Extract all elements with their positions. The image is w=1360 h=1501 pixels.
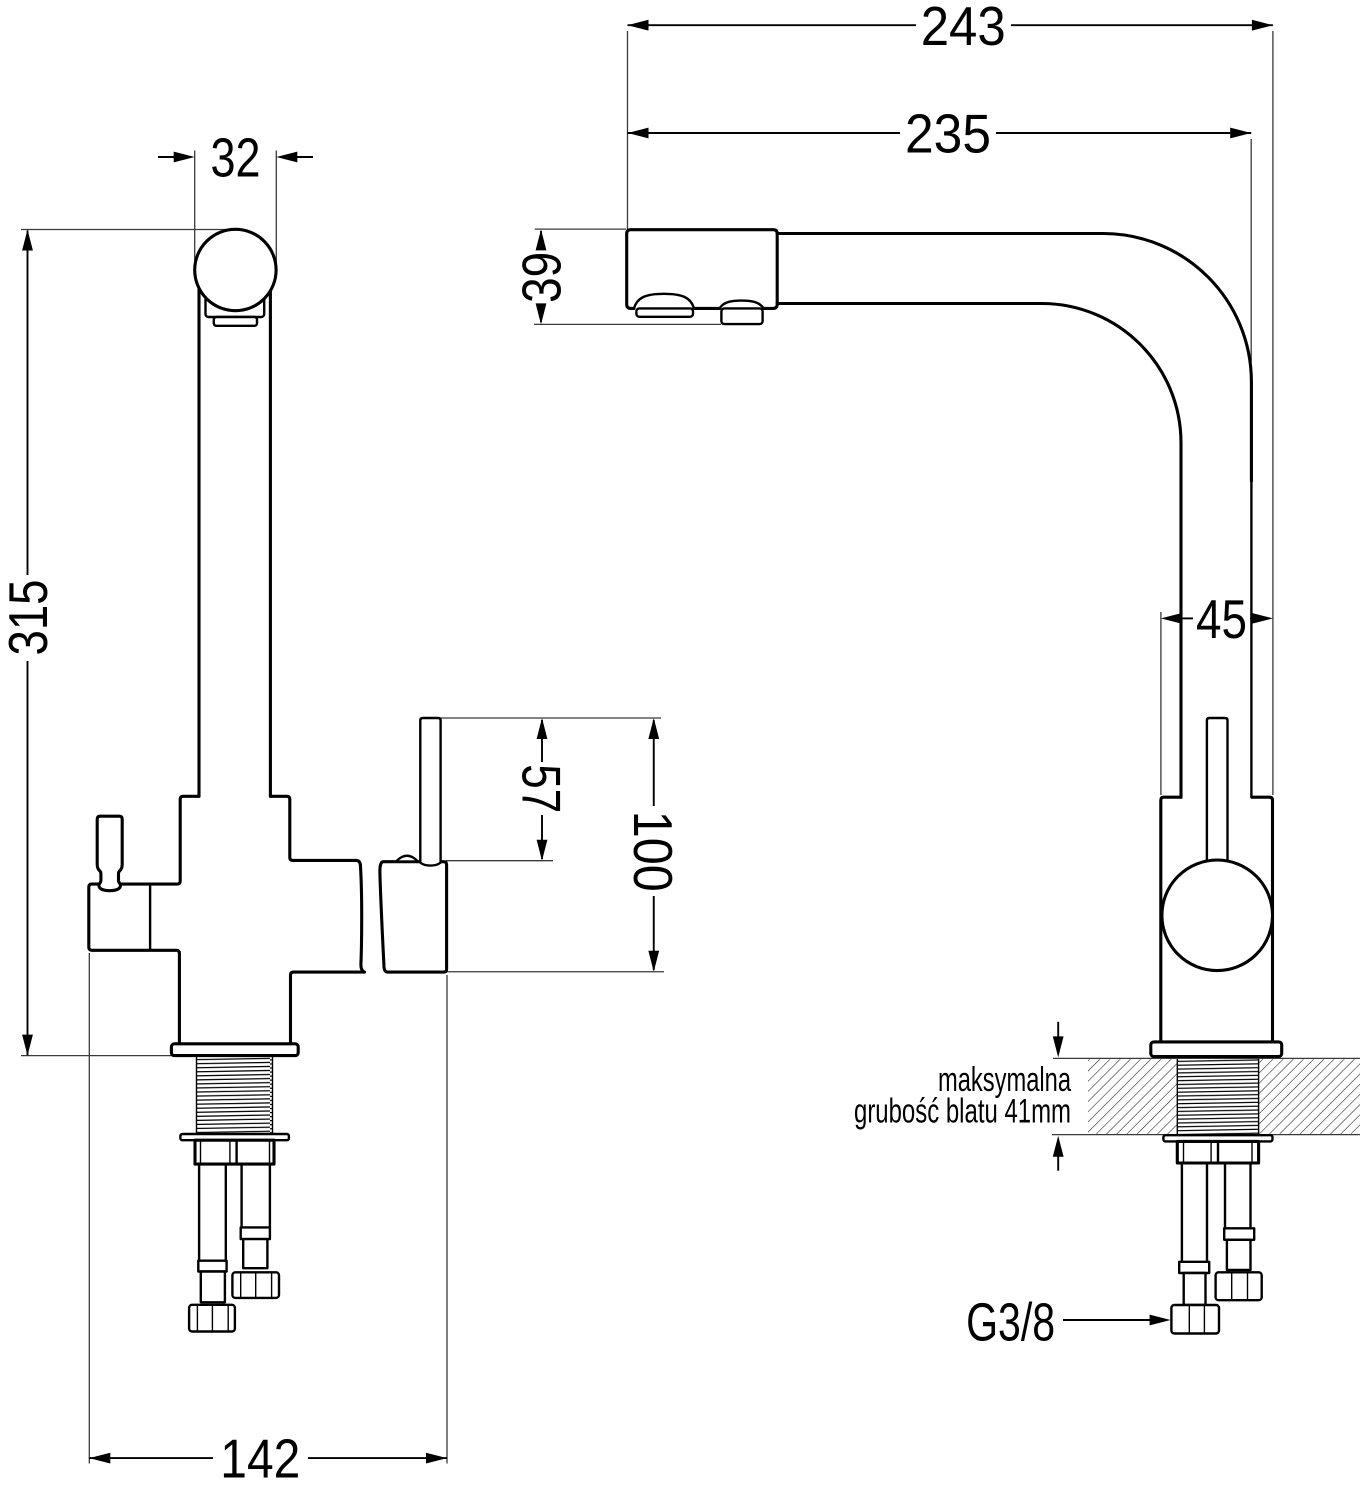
side-hose-right: [1214, 1161, 1263, 1302]
side-view: 243 235 39 45: [511, 0, 1360, 1352]
arrowhead-icon: [536, 718, 548, 739]
side-handle-lever: [1205, 716, 1229, 872]
side-spout-head: [625, 228, 779, 310]
side-body: [1159, 795, 1275, 1044]
dim-overall-depth-label: 243: [921, 0, 1006, 57]
arrowhead-icon: [1230, 127, 1252, 139]
front-hose-right: [231, 1162, 281, 1300]
side-threaded-shank: [1176, 1058, 1260, 1135]
front-body: [87, 794, 201, 1046]
arrowhead-icon: [1160, 613, 1182, 624]
dim-spout-head-height: 39: [511, 229, 573, 325]
dim-lever-offset: 57: [511, 718, 573, 861]
front-mounting-nuts: [193, 1138, 276, 1166]
arrowhead-icon: [627, 19, 649, 31]
front-knob: [193, 227, 278, 313]
connection-size-label: G3/8: [966, 1292, 1055, 1352]
worktop-section: [1088, 1059, 1360, 1134]
arrowhead-icon: [535, 229, 547, 251]
front-faucet: [87, 227, 449, 1333]
arrowhead-icon: [22, 229, 33, 251]
dim-spout-width: 32: [158, 127, 313, 189]
dim-overall-height-label: 315: [0, 580, 59, 656]
dim-spout-width-label: 32: [211, 127, 261, 189]
side-hose-left: [1170, 1161, 1221, 1335]
dim-base-width: 142: [89, 1428, 447, 1490]
front-filter-lever: [95, 814, 124, 893]
arrowhead-icon: [648, 718, 660, 739]
dim-lever-offset-label: 57: [511, 764, 573, 813]
arrowhead-icon: [1251, 19, 1273, 31]
side-pivot-ball: [1160, 858, 1275, 973]
front-threaded-shank: [195, 1056, 274, 1134]
side-spout-pipe: [775, 231, 1253, 799]
dim-base-width-label: 142: [220, 1428, 300, 1490]
dim-lever-height-label: 100: [622, 811, 684, 892]
arrowhead-icon: [1251, 613, 1273, 624]
dim-overall-depth: 243: [627, 0, 1273, 57]
arrowhead-icon: [1052, 1135, 1064, 1157]
arrowhead-icon: [1052, 1036, 1064, 1058]
front-view-extension-lines: [21, 150, 664, 1464]
side-view-extension-lines: [534, 31, 1360, 1136]
dim-overall-height: 315: [0, 229, 59, 1056]
arrowhead-icon: [276, 151, 298, 163]
side-aerators: [632, 292, 765, 326]
arrowhead-icon: [89, 1452, 111, 1464]
front-hose-left: [187, 1162, 237, 1333]
worktop-note-line2: grubość blatu 41mm: [854, 1092, 1071, 1130]
connection-size-annotation: G3/8: [966, 1292, 1171, 1352]
side-mounting-nuts: [1175, 1139, 1261, 1165]
worktop-thickness-annotation: maksymalna grubość blatu 41mm: [854, 1021, 1071, 1171]
dim-body-diameter: 45: [1160, 588, 1273, 650]
side-base-flange: [1149, 1040, 1284, 1059]
side-faucet: [625, 228, 1284, 1335]
front-handle-pivot-dome: [396, 854, 418, 862]
arrowhead-icon: [22, 1034, 33, 1056]
dim-spout-head-height-label: 39: [511, 252, 573, 303]
front-handle-lever: [419, 716, 442, 867]
front-mixer-handle: [378, 860, 449, 974]
front-view: 32 315 57 100: [0, 127, 684, 1490]
worktop-note-line1: maksymalna: [938, 1061, 1071, 1099]
arrowhead-icon: [426, 1452, 447, 1464]
arrowhead-icon: [627, 127, 649, 139]
arrowhead-icon: [173, 151, 195, 163]
arrowhead-icon: [1149, 1314, 1171, 1326]
dim-body-diameter-label: 45: [1196, 588, 1247, 650]
arrowhead-icon: [648, 950, 660, 972]
arrowhead-icon: [536, 839, 548, 861]
dim-spout-reach-label: 235: [905, 103, 991, 165]
front-base-flange: [169, 1042, 300, 1058]
dim-spout-reach: 235: [627, 103, 1252, 165]
arrowhead-icon: [535, 303, 547, 325]
dim-lever-height: 100: [622, 718, 684, 972]
